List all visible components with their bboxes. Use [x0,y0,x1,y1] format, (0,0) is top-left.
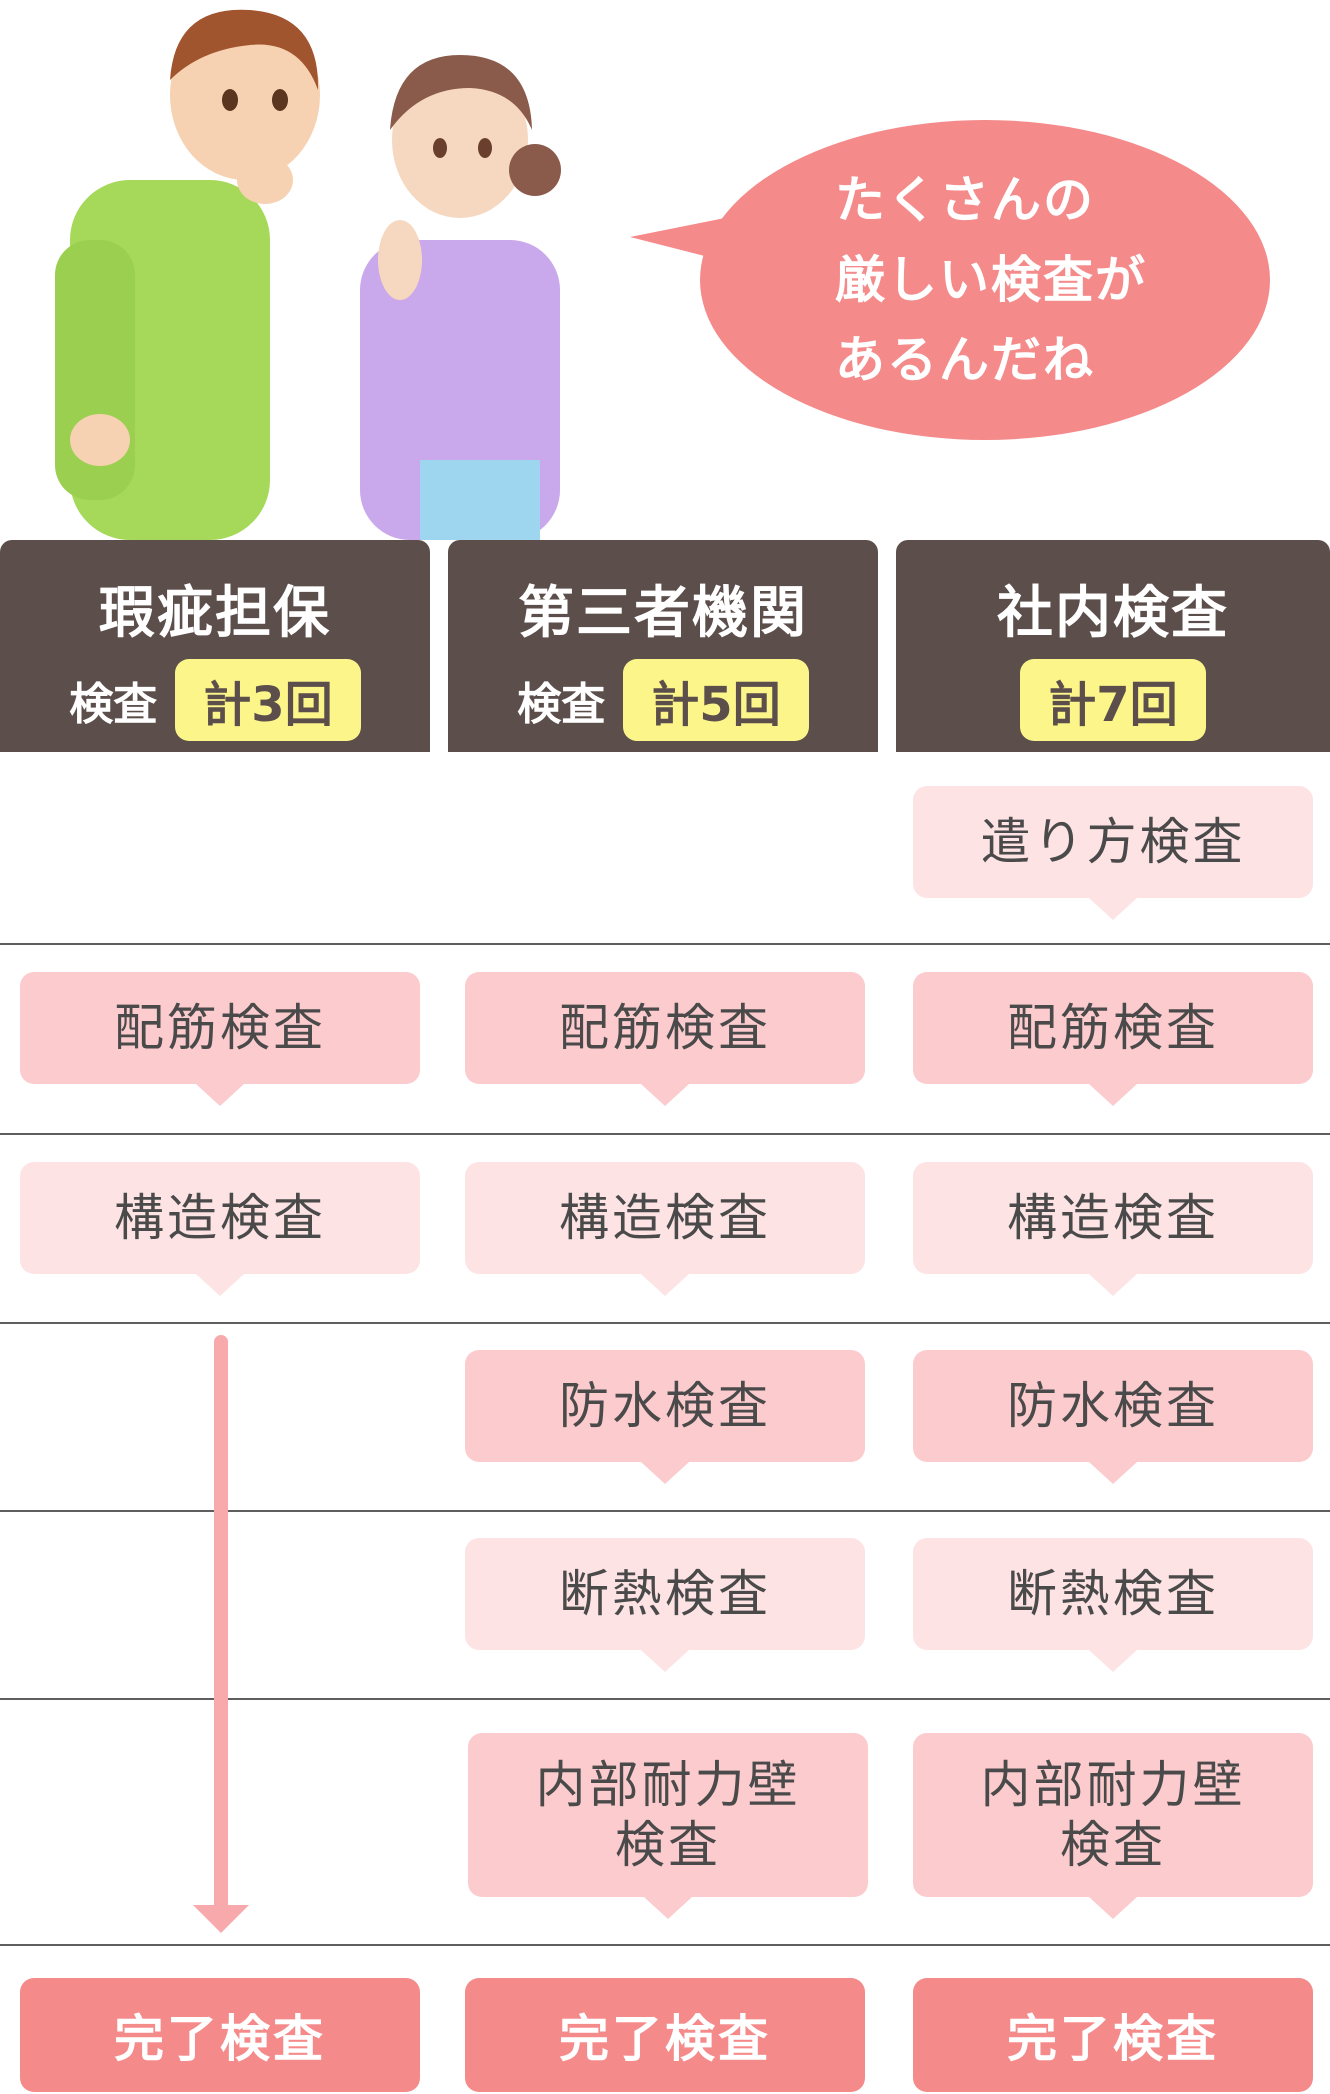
inspection-dannetsu-col3: 断熱検査 [913,1538,1313,1672]
inspection-kouzou-col3: 構造検査 [913,1162,1313,1296]
row-divider [0,1698,1330,1700]
header-title: 瑕疵担保 [99,581,331,646]
row-divider [0,1322,1330,1324]
inspection-kanryou-col1: 完了検査 [20,1978,420,2092]
header-title: 社内検査 [997,581,1229,646]
header-in-house: 社内検査 計7回 [896,540,1330,752]
inspection-label: 完了検査 [114,2010,326,2068]
header-third-party: 第三者機関 検査 計5回 [448,540,878,752]
inspection-label: 配筋検査 [114,999,326,1057]
inspection-label: 遣り方検査 [980,813,1246,871]
inspection-count-badge: 計7回 [1020,659,1206,741]
inspection-label-line1: 内部耐力壁 [980,1756,1246,1814]
inspection-label-line1: 内部耐力壁 [535,1756,801,1814]
inspection-kanryou-col3: 完了検査 [913,1978,1313,2092]
inspection-haikin-col2: 配筋検査 [465,972,865,1106]
inspection-yarikata-col3: 遣り方検査 [913,786,1313,920]
inspection-label: 配筋検査 [1007,999,1219,1057]
man-figure [55,9,320,540]
row-divider [0,1133,1330,1135]
bubble-line-2: 厳しい検査が [835,251,1147,309]
header-title: 第三者機関 [518,581,808,646]
speech-bubble-text: たくさんの 厳しい検査が あるんだね [835,160,1235,400]
header-kashi-tanpo: 瑕疵担保 検査 計3回 [0,540,430,752]
inspection-label: 構造検査 [114,1189,326,1247]
inspection-kouzou-col1: 構造検査 [20,1162,420,1296]
header-count-row: 検査 計5回 [448,659,878,741]
header-sub-label: 検査 [517,679,606,730]
inspection-label: 構造検査 [559,1189,771,1247]
header-count-row: 計7回 [896,659,1330,741]
inspection-label: 構造検査 [1007,1189,1219,1247]
header-count-row: 検査 計3回 [0,659,430,741]
inspection-naibu-col2: 内部耐力壁 検査 [468,1733,868,1919]
inspection-bousui-col2: 防水検査 [465,1350,865,1484]
flow-arrow-line [214,1335,228,1915]
inspection-label: 防水検査 [1007,1377,1219,1435]
inspection-dannetsu-col2: 断熱検査 [465,1538,865,1672]
inspection-kanryou-col2: 完了検査 [465,1978,865,2092]
woman-figure [360,55,561,540]
inspection-label: 配筋検査 [559,999,771,1057]
inspection-label: 完了検査 [559,2010,771,2068]
speech-bubble [700,120,1270,440]
inspection-naibu-col3: 内部耐力壁 検査 [913,1733,1313,1919]
inspection-haikin-col1: 配筋検査 [20,972,420,1106]
row-divider [0,1944,1330,1946]
inspection-label-line2: 検査 [1060,1816,1166,1874]
inspection-label: 断熱検査 [1007,1565,1219,1623]
inspection-haikin-col3: 配筋検査 [913,972,1313,1106]
inspection-label-line2: 検査 [615,1816,721,1874]
bubble-line-3: あるんだね [835,331,1095,389]
row-divider [0,1510,1330,1512]
flow-arrow-head-icon [193,1905,249,1933]
inspection-bousui-col3: 防水検査 [913,1350,1313,1484]
couple-illustration [55,9,561,540]
bubble-line-1: たくさんの [835,171,1095,229]
inspection-kouzou-col2: 構造検査 [465,1162,865,1296]
inspection-label: 完了検査 [1007,2010,1219,2068]
header-sub-label: 検査 [69,679,158,730]
inspection-count-badge: 計5回 [623,659,809,741]
inspection-label: 断熱検査 [559,1565,771,1623]
inspection-label: 防水検査 [559,1377,771,1435]
row-divider [0,943,1330,945]
inspection-count-badge: 計3回 [175,659,361,741]
